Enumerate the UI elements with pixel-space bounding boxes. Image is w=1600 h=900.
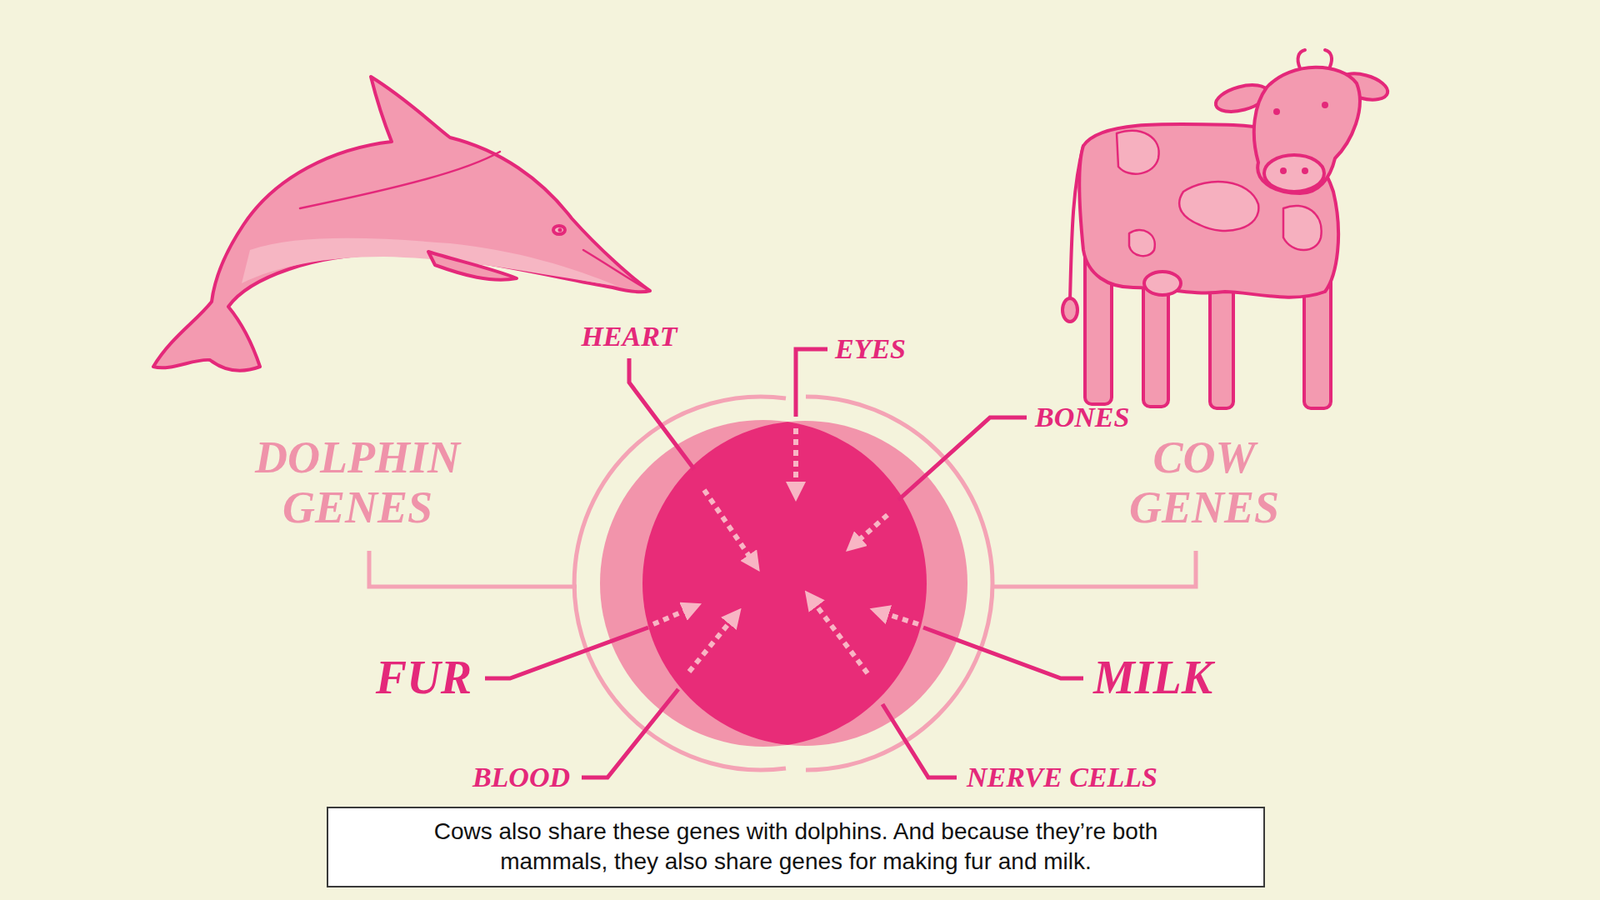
cow-figure xyxy=(1062,50,1391,409)
caption-text: Cows also share these genes with dolphin… xyxy=(429,816,1163,878)
dolphin-figure xyxy=(153,76,650,371)
gene-group-label: COW GENES xyxy=(1129,432,1280,534)
trait-label: MILK xyxy=(1093,652,1213,705)
part-label: NERVE CELLS xyxy=(966,761,1158,793)
leader-lines xyxy=(485,349,1084,778)
bracket-lines xyxy=(369,550,1196,587)
part-label: HEART xyxy=(580,320,677,352)
part-label: BONES xyxy=(1035,401,1130,433)
part-label: BLOOD xyxy=(472,761,570,793)
trait-label: FUR xyxy=(375,652,472,705)
dotted-arrows xyxy=(653,428,919,674)
gene-group-label: DOLPHIN GENES xyxy=(255,432,460,534)
caption-box: Cows also share these genes with dolphin… xyxy=(326,806,1265,888)
part-label: EYES xyxy=(835,333,906,365)
gene-venn xyxy=(574,396,993,770)
